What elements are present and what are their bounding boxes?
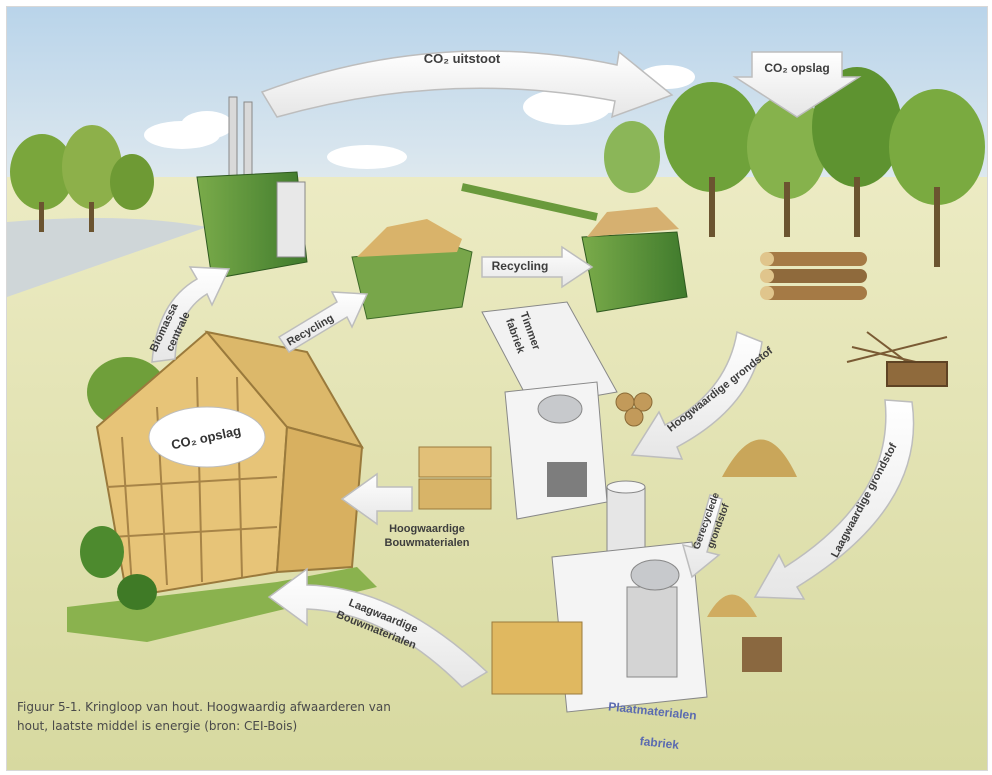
cycle-arrows [151, 50, 915, 688]
arrow-laagwaardige-grondstof [753, 399, 915, 600]
arrow-gerecyclede [681, 494, 723, 579]
arrow-laag-bouwmaterialen [267, 567, 489, 688]
co2-opslag-bubble [148, 406, 266, 468]
arrow-co2-opslag [732, 51, 862, 118]
panel-factory [491, 480, 708, 713]
log-pile [760, 252, 867, 300]
arrow-biomassa [151, 266, 231, 363]
shredder [461, 183, 688, 313]
label-plaat-2: fabriek [639, 734, 680, 752]
arrow-recycling-left [277, 291, 369, 354]
caption-line-2: hout, laatste middel is energie (bron: C… [17, 719, 297, 733]
river [7, 218, 207, 297]
arrow-recycling-top [481, 245, 594, 289]
illustration-frame: CO₂ uitstoot CO₂ opslag Recycling Recycl… [6, 6, 988, 771]
wood-cycle-illustration: CO₂ uitstoot CO₂ opslag Recycling Recycl… [7, 7, 987, 770]
arrow-co2-uitstoot [260, 50, 674, 119]
left-trees [10, 125, 154, 232]
arrow-hoog-bouwmaterialen [340, 472, 413, 526]
clouds [144, 65, 695, 169]
timber-factory [481, 301, 653, 520]
branches [846, 331, 948, 387]
label-hoog-bouw-2: Bouwmaterialen [385, 537, 470, 549]
label-hoog-bouw-1: Hoogwaardige [389, 523, 465, 535]
arrow-hoogwaardige-grondstof [630, 330, 763, 460]
biomass-plant [196, 96, 308, 280]
label-recycling-top: Recycling [492, 259, 549, 273]
sawdust-piles [707, 439, 797, 672]
label-co2-uitstoot: CO₂ uitstoot [424, 51, 501, 66]
recycling-container [351, 219, 473, 320]
label-co2-opslag-top: CO₂ opslag [764, 61, 829, 75]
forest [604, 67, 985, 267]
boards-stack [418, 446, 492, 510]
caption-line-1: Figuur 5-1. Kringloop van hout. Hoogwaar… [17, 700, 391, 714]
